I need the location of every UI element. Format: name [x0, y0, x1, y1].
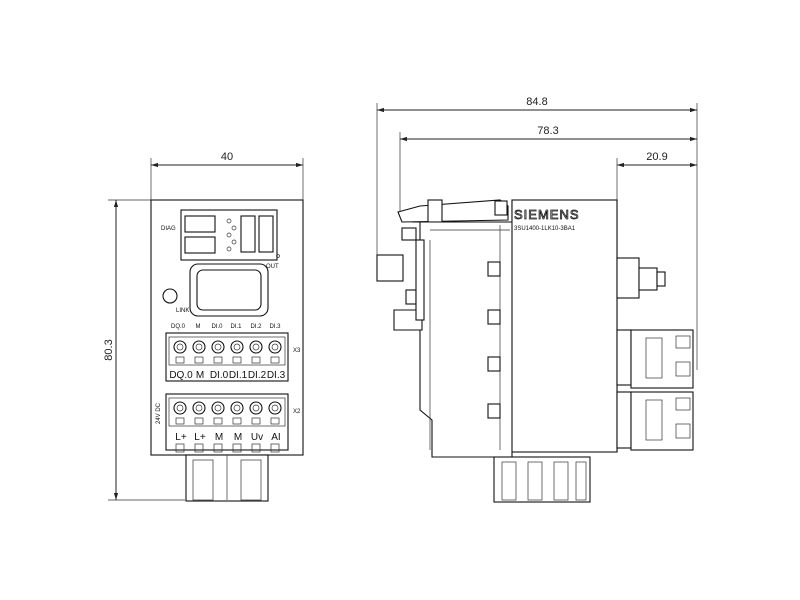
push-button [189, 263, 269, 317]
dimension-body-value: 78.3 [537, 125, 558, 137]
x3-top-label: DI.0 [211, 324, 223, 330]
x3-top-label: DQ.0 [171, 324, 186, 330]
link-led [162, 288, 178, 304]
side-housing [412, 199, 618, 458]
x2-labels: L+ L+ M M Uv AI [175, 432, 280, 443]
order-number: 3SU1400-1LK10-3BA1 [514, 226, 576, 232]
x3-top-label: DI.1 [230, 324, 242, 330]
x3-bottom-label: DI.1 [229, 370, 248, 381]
link-label: LINK [176, 308, 189, 314]
out-label: OUT [266, 264, 279, 270]
x2-label: Uv [251, 432, 263, 443]
x2-tag: X2 [293, 409, 301, 415]
dimension-connector: 20.9 [616, 151, 697, 200]
dimension-width: 40 [150, 151, 304, 200]
x3-top-label: DI.2 [250, 324, 262, 330]
front-view: 40 80.3 DIAG OUT [103, 151, 304, 502]
diag-label: DIAG [161, 226, 176, 232]
status-display [180, 209, 280, 261]
x2-side-label: 24V DC [156, 402, 162, 424]
x3-bottom-label: DI.2 [248, 370, 267, 381]
x3-top-label: M [196, 324, 201, 330]
din-rail-clip [376, 227, 425, 331]
side-view: 84.8 78.3 20.9 [376, 96, 698, 503]
brand-label: SIEMENS [514, 207, 580, 222]
terminal-block-x3 [165, 332, 289, 382]
dimension-connector-value: 20.9 [646, 151, 667, 163]
dimension-height: 80.3 [103, 199, 185, 501]
dimension-height-value: 80.3 [103, 339, 115, 360]
dimension-overall-value: 84.8 [526, 96, 547, 108]
x3-bottom-label: DQ.0 [169, 370, 193, 381]
right-connectors [616, 257, 694, 451]
x3-bottom-label: DI.3 [267, 370, 286, 381]
dimension-body: 78.3 [399, 125, 697, 215]
bottom-connector [185, 454, 269, 502]
mounting-latch [397, 199, 509, 223]
x2-label: L+ [194, 432, 206, 443]
bottom-pins [175, 443, 280, 453]
terminal-block-x2 [165, 393, 289, 451]
dimension-overall: 84.8 [376, 96, 698, 370]
x2-label: M [234, 432, 242, 443]
x3-bottom-label: DI.0 [210, 370, 229, 381]
x3-bottom-label: M [196, 370, 204, 381]
dimension-width-value: 40 [221, 151, 233, 163]
x3-top-label: DI.3 [269, 324, 281, 330]
x3-tag: X3 [293, 348, 301, 354]
x2-label: M [215, 432, 223, 443]
side-bottom-connector [493, 456, 591, 503]
x2-label: AI [271, 432, 280, 443]
side-windows [487, 261, 501, 419]
x3-top-labels: DQ.0 M DI.0 DI.1 DI.2 DI.3 [171, 324, 281, 330]
x3-bottom-labels: DQ.0 M DI.0 DI.1 DI.2 DI.3 [169, 370, 285, 381]
x2-label: L+ [175, 432, 187, 443]
